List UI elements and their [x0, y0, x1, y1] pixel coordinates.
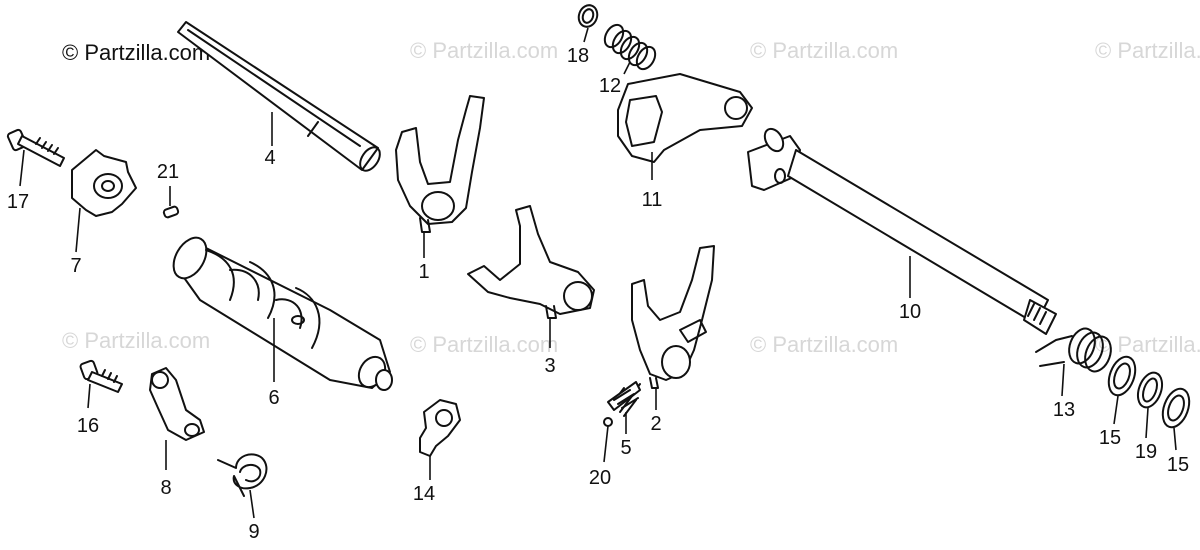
ball-20	[603, 417, 613, 427]
spring-13	[1035, 327, 1112, 373]
circlip-19	[1136, 371, 1164, 409]
label-3: 3	[544, 355, 556, 377]
label-14: 14	[412, 483, 436, 505]
label-4: 4	[264, 147, 276, 169]
label-6: 6	[268, 387, 280, 409]
label-8: 8	[160, 477, 172, 499]
spring-12	[603, 23, 657, 71]
label-2: 2	[650, 413, 662, 435]
plate-8	[149, 367, 205, 441]
watermark: © Partzilla.com	[1095, 332, 1200, 357]
watermark: © Partzilla.com	[410, 38, 559, 63]
label-10: 10	[898, 301, 922, 323]
gearshift-spindle	[747, 127, 1057, 335]
leader-lines	[19, 27, 1177, 519]
label-20: 20	[588, 467, 612, 489]
return-spring-9	[217, 453, 268, 497]
label-19: 19	[1134, 441, 1158, 463]
label-5: 5	[620, 437, 632, 459]
bolt-16	[79, 359, 123, 393]
label-9: 9	[248, 521, 260, 543]
watermark: © Partzilla.com	[410, 332, 559, 357]
fork-2	[631, 245, 715, 389]
fork-3	[467, 205, 595, 319]
washer-15a	[1107, 355, 1137, 397]
spring-5	[607, 381, 641, 417]
fork-shaft	[177, 21, 381, 172]
watermark: © Partzilla.com	[750, 38, 899, 63]
bolt-17	[6, 128, 65, 167]
fork-1	[395, 95, 485, 233]
stopper-arm	[419, 399, 461, 457]
label-21: 21	[156, 161, 180, 183]
label-11: 11	[641, 189, 663, 211]
label-15b: 15	[1166, 454, 1190, 476]
washer-15b	[1161, 387, 1191, 429]
label-15a: 15	[1098, 427, 1122, 449]
label-1: 1	[418, 261, 430, 283]
star-plate	[71, 149, 137, 217]
label-17: 17	[6, 191, 30, 213]
shift-plate	[617, 73, 753, 163]
label-13: 13	[1052, 399, 1076, 421]
label-12: 12	[598, 75, 622, 97]
copyright-text: © Partzilla.com	[62, 40, 211, 65]
label-16: 16	[76, 415, 100, 437]
pin-21	[162, 205, 180, 219]
watermark: © Partzilla.com	[62, 328, 211, 353]
watermark: © Partzilla.com	[1095, 38, 1200, 63]
watermark: © Partzilla.com	[750, 332, 899, 357]
shift-drum	[172, 236, 393, 391]
circlip-18	[577, 4, 599, 28]
label-18: 18	[566, 45, 590, 67]
label-7: 7	[70, 255, 82, 277]
